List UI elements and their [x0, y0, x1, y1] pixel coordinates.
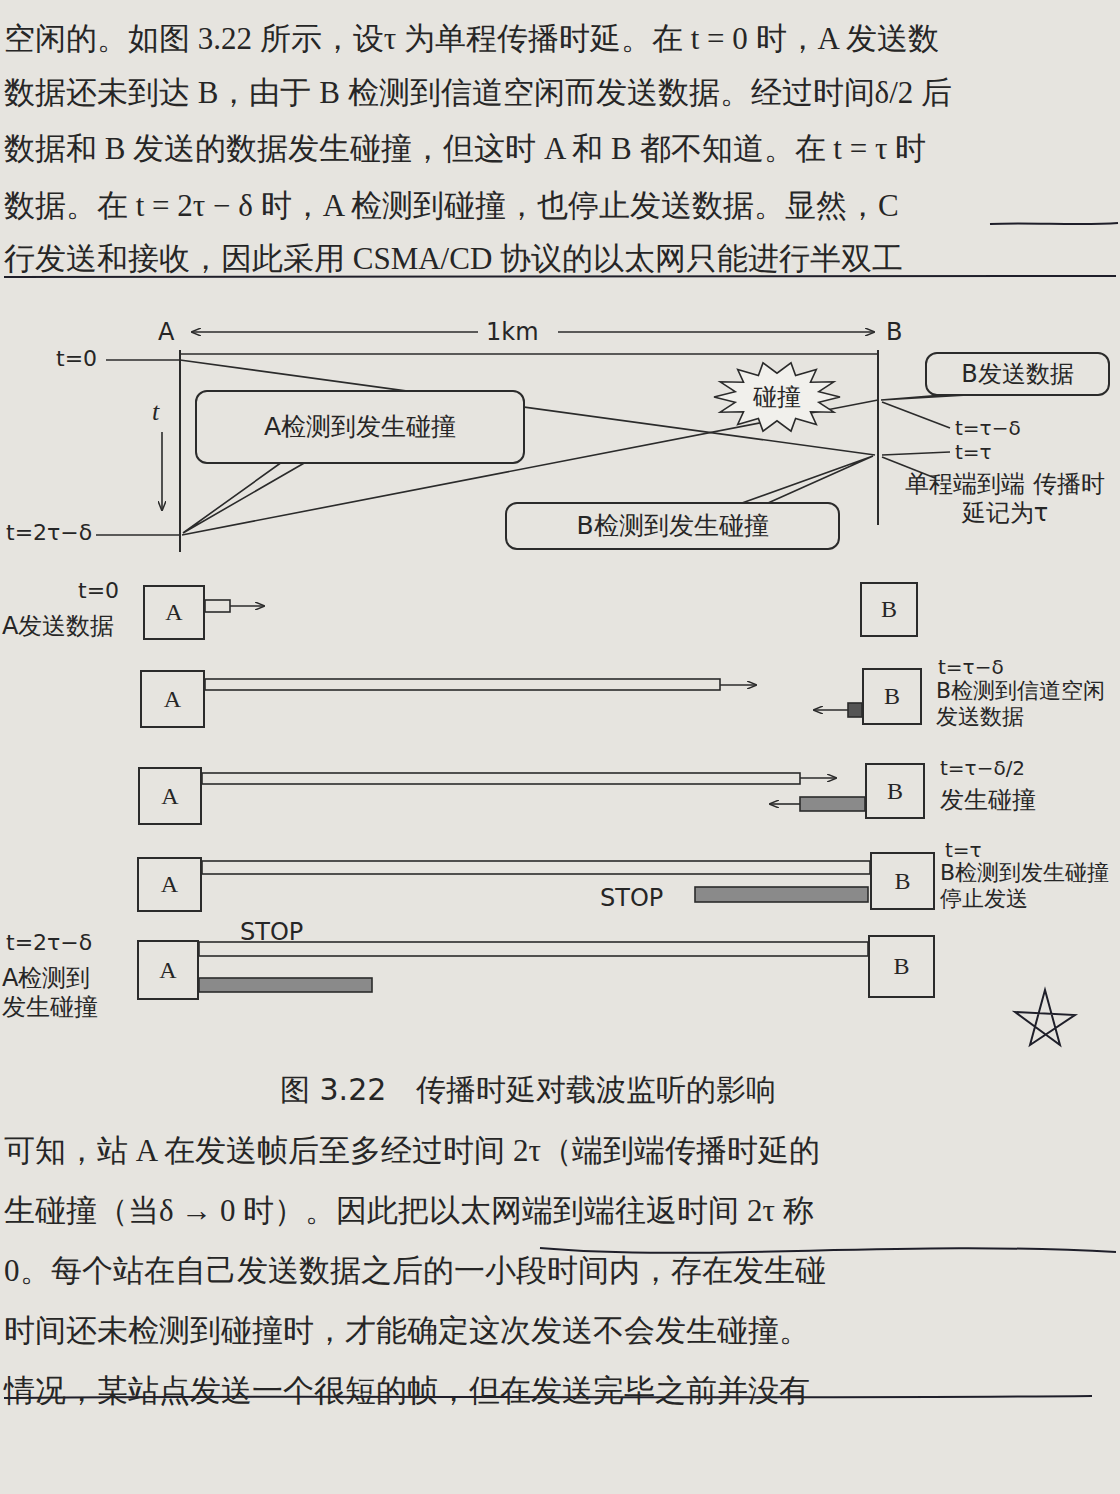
frame-arrow [800, 777, 836, 779]
station-name: A [159, 956, 176, 985]
station-box: B [865, 763, 925, 819]
frame-bar [205, 679, 720, 690]
station-box: B [862, 668, 922, 725]
time-axis [179, 350, 181, 552]
diagram-label: B检测到信道空闲 发送数据 [936, 678, 1116, 731]
station-name: A [165, 598, 182, 627]
station-box: A [143, 585, 205, 640]
body-text: 空闲的。如图 3.22 所示，设τ 为单程传播时延。在 t = 0 时，A 发送… [4, 20, 939, 57]
frame-bar [695, 887, 868, 902]
leader-line [882, 452, 950, 455]
frame-arrow [720, 684, 756, 686]
timing-chart [96, 332, 985, 552]
station-box: A [137, 940, 199, 1000]
diagram-label: A检测到 发生碰撞 [2, 964, 114, 1022]
tick-line [96, 534, 180, 536]
body-text: 可知，站 A 在发送帧后至多经过时间 2τ（端到端传播时延的 [4, 1132, 820, 1169]
body-text: 数据还未到达 B，由于 B 检测到信道空闲而发送数据。经过时间δ/2 后 [4, 74, 952, 111]
diagram-label: A [158, 318, 174, 347]
diagram-label: t=τ−δ [938, 655, 1004, 679]
diagram-label: 单程端到端 传播时延记为τ [905, 470, 1105, 528]
frame-arrow [814, 709, 848, 711]
frame-arrow [230, 605, 264, 607]
station-box: A [140, 670, 205, 728]
frame-rows [176, 600, 870, 992]
diagram-label: t=τ [945, 838, 982, 862]
diagram-label: t=τ−δ/2 [940, 756, 1025, 780]
diagram-label: A发送数据 [2, 612, 114, 641]
body-text: 情况，某站点发送一个很短的帧，但在发送完毕之前并没有 [4, 1372, 810, 1409]
station-name: B [881, 595, 897, 624]
pen-underline [990, 223, 1118, 224]
diagram-label: STOP [240, 918, 303, 947]
diagram-label: t [152, 396, 159, 427]
body-text: 行发送和接收，因此采用 CSMA/CD 协议的以太网只能进行半双工 [4, 240, 903, 277]
station-name: A [161, 782, 178, 811]
frame-arrow [770, 803, 800, 805]
callout-box: B发送数据 [925, 352, 1110, 396]
collision-burst: 碰撞 [712, 360, 842, 434]
diagram-label: t=0 [56, 346, 97, 372]
body-text: 生碰撞（当δ → 0 时）。因此把以太网端到端往返时间 2τ 称 [4, 1192, 814, 1229]
station-box: B [868, 935, 935, 998]
callout-box: B检测到发生碰撞 [505, 502, 840, 550]
station-name: A [164, 685, 181, 714]
station-name: B [887, 777, 903, 806]
frame-bar [848, 703, 862, 717]
dimension-arrow [558, 331, 874, 333]
frame-bar [202, 861, 870, 874]
diagram-label: t=τ [955, 440, 992, 464]
frame-bar [205, 600, 230, 612]
station-name: B [894, 867, 910, 896]
callout-tail [742, 456, 873, 503]
tick-line [106, 359, 180, 361]
station-box: A [137, 857, 202, 912]
body-text: 0。每个站在自己发送数据之后的一小段时间内，存在发生碰 [4, 1252, 826, 1289]
body-text: 时间还未检测到碰撞时，才能确定这次发送不会发生碰撞。 [4, 1312, 810, 1349]
diagram-label: 1km [486, 318, 539, 347]
diagram-label: B检测到发生碰撞 停止发送 [940, 860, 1114, 913]
diagram-label: t=2τ−δ [6, 520, 92, 546]
diagram-label: STOP [600, 884, 663, 913]
pen-marks [4, 223, 1118, 1398]
callout-text: A检测到发生碰撞 [264, 412, 456, 442]
callout-text: 碰撞 [753, 383, 801, 412]
callout-tail [183, 462, 306, 533]
time-arrow [161, 432, 163, 510]
pen-star [1015, 990, 1075, 1045]
diagram-label: t=0 [78, 578, 119, 604]
frame-bar [199, 978, 372, 992]
pen-underline [4, 276, 1116, 277]
station-box: A [138, 767, 202, 825]
station-line [180, 353, 878, 355]
station-name: B [884, 682, 900, 711]
pen-underline [540, 1248, 1116, 1253]
diagram-label: 发生碰撞 [940, 786, 1036, 815]
callout-text: B检测到发生碰撞 [576, 511, 768, 541]
callout-box: A检测到发生碰撞 [195, 390, 525, 464]
diagram-label: t=τ−δ [955, 416, 1021, 440]
station-box: B [860, 582, 918, 637]
dimension-arrow [192, 331, 478, 333]
leader-line [882, 402, 950, 428]
body-text: 数据和 B 发送的数据发生碰撞，但这时 A 和 B 都不知道。在 t = τ 时 [4, 130, 926, 167]
diagram-label: t=2τ−δ [6, 930, 92, 956]
diagram-label: B [886, 318, 902, 347]
frame-bar [800, 797, 865, 811]
station-box: B [870, 852, 935, 910]
callout-text: B发送数据 [961, 360, 1073, 389]
station-name: B [893, 952, 909, 981]
frame-bar [202, 773, 800, 784]
time-axis [877, 350, 879, 525]
figure-caption: 图 3.22 传播时延对载波监听的影响 [280, 1072, 776, 1108]
body-text: 数据。在 t = 2τ − δ 时，A 检测到碰撞，也停止发送数据。显然，C [4, 187, 899, 224]
station-name: A [161, 870, 178, 899]
burst-outline [714, 363, 840, 431]
